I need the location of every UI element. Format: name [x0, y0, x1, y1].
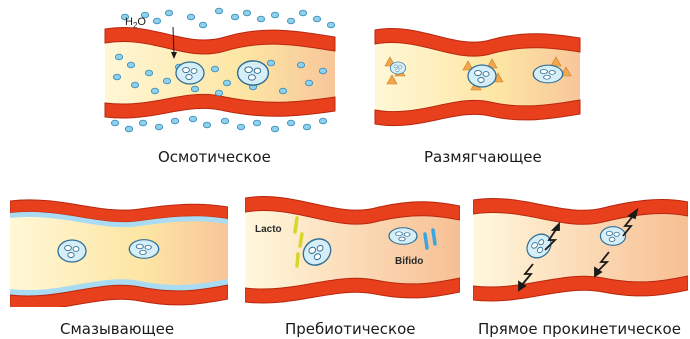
- prebiotic-diagram: Lacto Bifido: [245, 190, 460, 308]
- caption-lubricating: Смазывающее: [60, 320, 174, 338]
- prokinetic-diagram: [473, 190, 688, 308]
- prebiotic-panel: Lacto Bifido: [245, 190, 460, 308]
- bifido-label: Bifido: [395, 256, 423, 267]
- lubricating-diagram: [10, 195, 228, 307]
- caption-osmotic: Осмотическое: [158, 148, 271, 166]
- caption-prebiotic: Пребиотическое: [285, 320, 416, 338]
- caption-prokinetic: Прямое прокинетическое: [478, 320, 681, 338]
- lubricating-panel: [10, 195, 228, 307]
- osmotic-panel: H2O: [95, 5, 345, 140]
- h2o-label: H2O: [125, 16, 146, 30]
- stool-particle: [176, 62, 204, 84]
- prokinetic-panel: [473, 190, 688, 308]
- lacto-label: Lacto: [255, 224, 282, 235]
- caption-softening: Размягчающее: [424, 148, 542, 166]
- softening-diagram: [370, 22, 585, 132]
- osmotic-diagram: H2O: [95, 5, 345, 140]
- softening-panel: [370, 22, 585, 132]
- stool-particle: [468, 65, 496, 87]
- stool-particle: [58, 240, 86, 262]
